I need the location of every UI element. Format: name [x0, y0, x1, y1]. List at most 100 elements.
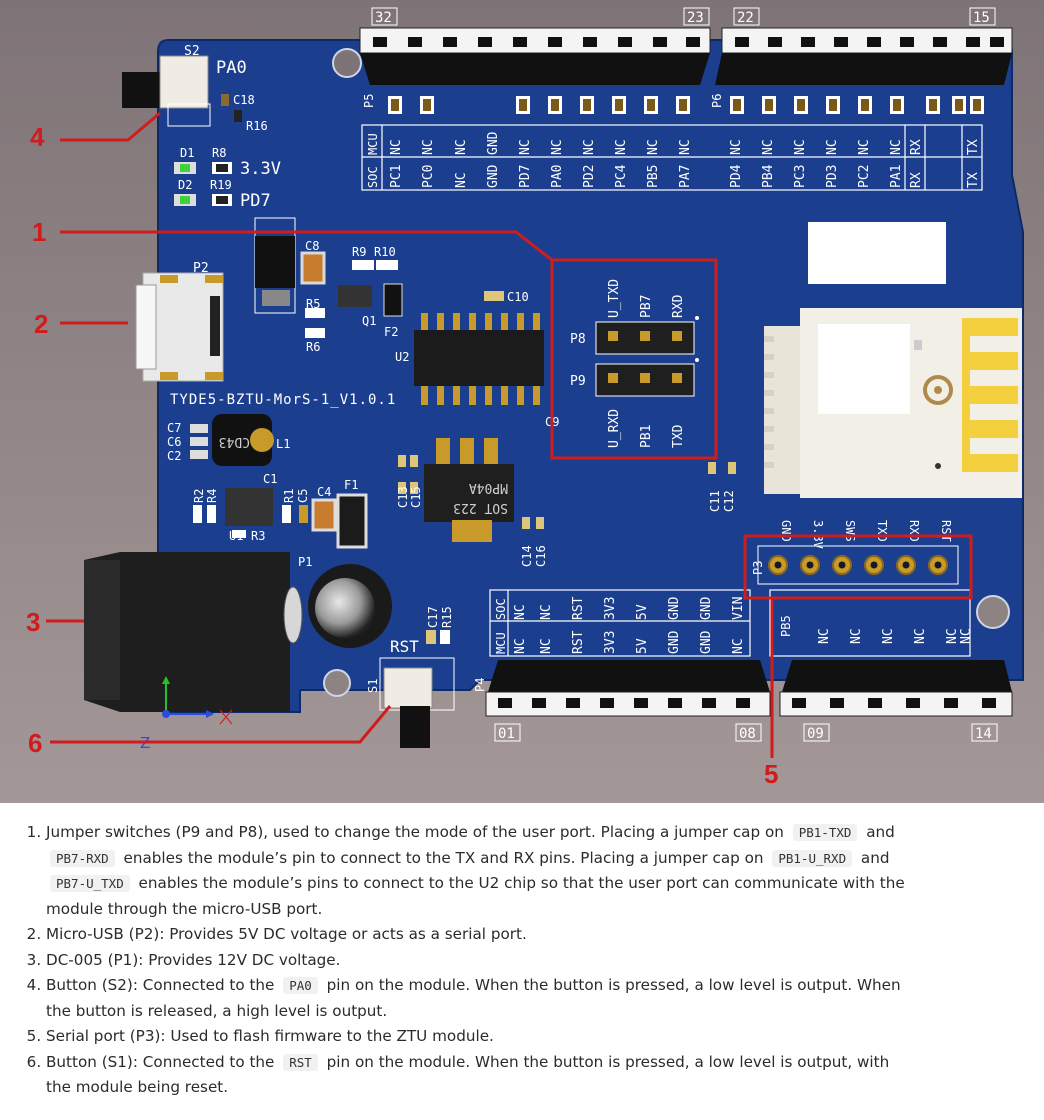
label-r10: R10	[374, 245, 396, 259]
header-number: 15	[973, 10, 990, 26]
label-sot223: SOT 223	[453, 500, 508, 515]
smd-led-core	[765, 99, 773, 111]
pin-label-soc: PD3	[825, 165, 840, 188]
label-p8: P8	[570, 332, 586, 347]
label-c12: C12	[722, 490, 736, 512]
pin-label-soc: PC3	[793, 165, 808, 188]
note-text: DC-005 (P1): Provides 12V DC voltage.	[46, 950, 341, 969]
pin-label-mcu: RX	[909, 139, 924, 155]
serial-pin-hole	[838, 561, 846, 569]
note-text: Button (S2): Connected to the	[46, 976, 280, 994]
note-item: Button (S1): Connected to the RST pin on…	[46, 1050, 906, 1101]
smd-led-core	[519, 99, 527, 111]
smd-led-core	[797, 99, 805, 111]
pin-label-mcu: GND	[486, 131, 501, 155]
note-text: enables the module’s pin to connect to t…	[118, 848, 769, 867]
label-p2: P2	[193, 261, 209, 276]
button-s2	[122, 55, 211, 127]
pin-label-mcu: NC	[539, 638, 554, 654]
ztu-module	[764, 222, 1022, 498]
bottom-pin-label-table	[489, 589, 971, 657]
jumper-label: PB1	[639, 425, 654, 448]
smd-led-core	[973, 99, 981, 111]
pin-label-mcu: NC	[889, 139, 904, 155]
note-text: and	[856, 848, 890, 867]
label-c6: C6	[167, 435, 181, 449]
label-cd43: CD43	[219, 434, 250, 449]
label-r8: R8	[212, 146, 226, 160]
header-number: 22	[737, 10, 754, 26]
label-c14: C14	[520, 545, 534, 567]
label-c13: C13	[396, 486, 410, 508]
note-text: and	[861, 823, 895, 841]
inline-code: RST	[283, 1053, 318, 1071]
smd-led-core	[929, 99, 937, 111]
label-s2: S2	[184, 44, 200, 59]
antenna-trace	[962, 318, 1018, 472]
jumper-p8-p9	[595, 316, 699, 397]
pin-label-right: NC	[959, 628, 974, 644]
label-r4: R4	[205, 489, 219, 503]
pin-label-soc: RX	[909, 172, 924, 188]
pin-label-mcu: NC	[678, 139, 693, 155]
pin-label-mcu: NC	[614, 139, 629, 155]
pin-label-soc: PA0	[550, 165, 565, 188]
smd-led-core	[679, 99, 687, 111]
label-f1: F1	[344, 478, 358, 492]
pin-label-soc: GND	[667, 596, 682, 620]
callout-6: 6	[28, 728, 42, 758]
note-text: pin on the module. When the button is pr…	[46, 976, 901, 1020]
chip-u2	[414, 313, 544, 405]
row-tag: SOC	[494, 598, 508, 620]
pin-label-mcu: GND	[699, 630, 714, 654]
label-l1: L1	[276, 437, 290, 451]
pin-label-mcu: 5V	[635, 638, 650, 654]
header-number: 23	[687, 10, 704, 26]
mounting-hole	[976, 595, 1010, 629]
note-item: DC-005 (P1): Provides 12V DC voltage.	[46, 948, 906, 974]
pin-label-mcu: RST	[571, 630, 586, 654]
serial-pin-label: SWS	[843, 520, 857, 542]
board-name: TYDE5-BZTU-MorS-1_V1.0.1	[170, 392, 396, 408]
note-item: Micro-USB (P2): Provides 5V DC voltage o…	[46, 922, 906, 948]
label-mp04a: MP04A	[469, 480, 508, 495]
pin-label-mcu: NC	[582, 139, 597, 155]
smd-led-core	[861, 99, 869, 111]
inline-code: PB7-U_TXD	[50, 875, 130, 892]
pin-label-soc: PA1	[889, 165, 904, 188]
label-rst: RST	[390, 637, 419, 656]
micro-usb-p2	[135, 272, 224, 382]
inline-code: PA0	[283, 977, 318, 994]
serial-pin-label: GND	[779, 520, 793, 542]
pin-label-soc: NC	[539, 604, 554, 620]
pin-label-soc: 3V3	[603, 597, 618, 620]
pin-label-soc: PD4	[729, 164, 744, 188]
pin-label-soc: PC1	[389, 165, 404, 188]
label-s1: S1	[366, 679, 380, 693]
jumper-label: TXD	[671, 424, 686, 448]
jumper-label: RXD	[671, 294, 686, 318]
pin-label-mcu: NC	[550, 139, 565, 155]
pin-label-soc: VIN	[731, 597, 746, 620]
pin-label-right: NC	[849, 628, 864, 644]
serial-pin-hole	[806, 561, 814, 569]
header-bottom-right	[779, 660, 1013, 717]
label-r3: R3	[251, 529, 265, 543]
row-tag: MCU	[366, 133, 380, 155]
row-tag: SOC	[366, 166, 380, 188]
power-parts	[254, 217, 504, 338]
label-pd7: PD7	[240, 191, 271, 211]
callout-1: 1	[32, 217, 46, 247]
pin-label-soc: NC	[513, 604, 528, 620]
label-r9: R9	[352, 245, 366, 259]
label-q1: Q1	[362, 314, 376, 328]
smd-led-core	[551, 99, 559, 111]
note-text: Jumper switches (P9 and P8), used to cha…	[46, 823, 789, 841]
smd-led-core	[615, 99, 623, 111]
jumper-label: U_RXD	[607, 409, 622, 448]
serial-pin-hole	[774, 561, 782, 569]
header-number: 32	[375, 10, 392, 26]
label-d2: D2	[178, 178, 192, 192]
label-c18: C18	[233, 93, 255, 107]
note-item: Serial port (P3): Used to flash firmware…	[46, 1024, 906, 1050]
